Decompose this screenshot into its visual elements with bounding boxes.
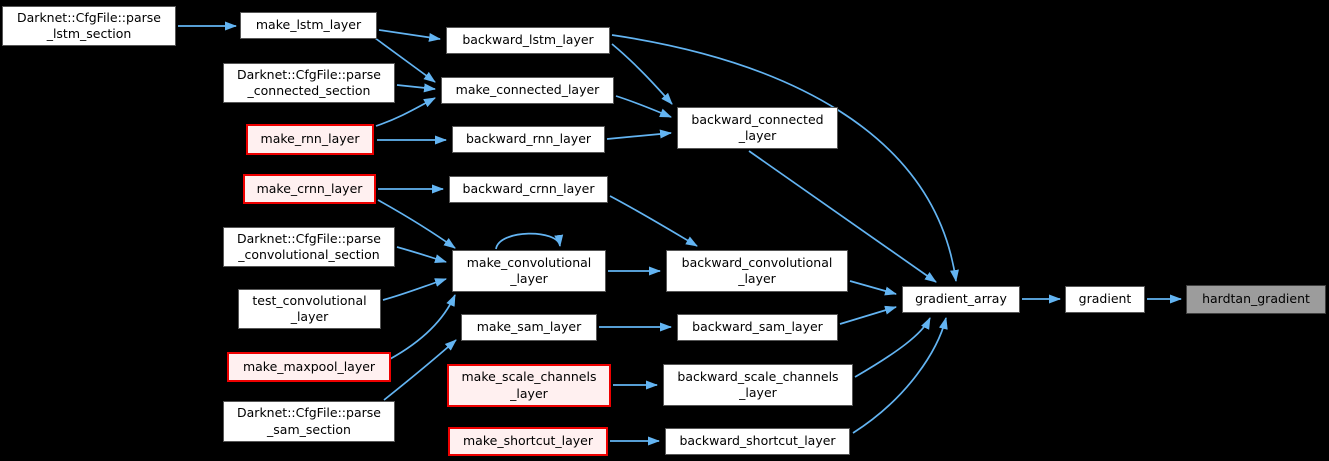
- edge-make-conv-self-loop: [495, 232, 564, 250]
- edge-parse-connected-to-make-connected: [396, 83, 436, 93]
- edge-make-lstm-to-make-connected: [374, 37, 436, 83]
- node-make-shortcut-layer[interactable]: make_shortcut_layer: [448, 427, 608, 456]
- node-backward-shortcut-layer[interactable]: backward_shortcut_layer: [665, 428, 850, 455]
- edge-backward-shortcut-to-gradient-array: [852, 317, 948, 434]
- edge-make-rnn-to-make-connected: [375, 97, 436, 127]
- edge-backward-crnn-to-backward-conv: [609, 195, 698, 247]
- edge-backward-scale-to-gradient-array: [854, 317, 931, 378]
- node-backward-sam-layer[interactable]: backward_sam_layer: [677, 314, 838, 341]
- edge-make-crnn-to-make-conv: [377, 199, 456, 249]
- node-gradient-array[interactable]: gradient_array: [902, 286, 1020, 313]
- edge-test-conv-to-make-conv: [382, 278, 447, 301]
- edge-backward-lstm-to-backward-connected: [611, 43, 673, 105]
- node-make-maxpool-layer[interactable]: make_maxpool_layer: [227, 352, 391, 382]
- node-hardtan-gradient: hardtan_gradient: [1186, 285, 1326, 314]
- edge-make-connected-to-backward-connected: [615, 95, 672, 118]
- edge-parse-conv-to-make-conv: [396, 246, 447, 264]
- node-parse-sam-section[interactable]: Darknet::CfgFile::parse _sam_section: [223, 401, 395, 442]
- node-backward-connected-layer[interactable]: backward_connected _layer: [677, 107, 838, 149]
- node-backward-lstm-layer[interactable]: backward_lstm_layer: [446, 27, 610, 54]
- node-backward-scale-channels-layer[interactable]: backward_scale_channels _layer: [663, 364, 853, 406]
- edge-backward-conv-to-gradient-array: [849, 280, 897, 296]
- edge-backward-sam-to-gradient-array: [839, 305, 897, 325]
- node-backward-crnn-layer[interactable]: backward_crnn_layer: [449, 176, 608, 203]
- node-make-connected-layer[interactable]: make_connected_layer: [441, 77, 614, 104]
- edge-parse-sam-to-make-sam: [383, 339, 457, 401]
- node-make-scale-channels-layer[interactable]: make_scale_channels _layer: [447, 364, 611, 407]
- edge-backward-connected-to-gradient-array: [748, 150, 937, 283]
- node-test-convolutional-layer[interactable]: test_convolutional _layer: [238, 289, 381, 329]
- node-backward-rnn-layer[interactable]: backward_rnn_layer: [452, 126, 605, 153]
- edge-backward-rnn-to-backward-connected: [606, 129, 672, 140]
- node-parse-convolutional-section[interactable]: Darknet::CfgFile::parse _convolutional_s…: [223, 227, 395, 267]
- edge-backward-lstm-to-gradient-array: [611, 34, 959, 282]
- edge-make-maxpool-to-make-conv: [389, 294, 456, 360]
- node-gradient[interactable]: gradient: [1065, 286, 1145, 313]
- node-backward-convolutional-layer[interactable]: backward_convolutional _layer: [666, 250, 848, 292]
- edge-make-lstm-to-backward-lstm: [378, 29, 441, 42]
- node-make-sam-layer[interactable]: make_sam_layer: [461, 314, 597, 341]
- node-parse-connected-section[interactable]: Darknet::CfgFile::parse _connected_secti…: [223, 63, 395, 103]
- node-parse-lstm-section[interactable]: Darknet::CfgFile::parse _lstm_section: [2, 6, 176, 46]
- node-make-convolutional-layer[interactable]: make_convolutional _layer: [452, 250, 606, 292]
- node-make-lstm-layer[interactable]: make_lstm_layer: [240, 12, 377, 39]
- node-make-crnn-layer[interactable]: make_crnn_layer: [243, 174, 376, 204]
- node-make-rnn-layer[interactable]: make_rnn_layer: [246, 124, 374, 155]
